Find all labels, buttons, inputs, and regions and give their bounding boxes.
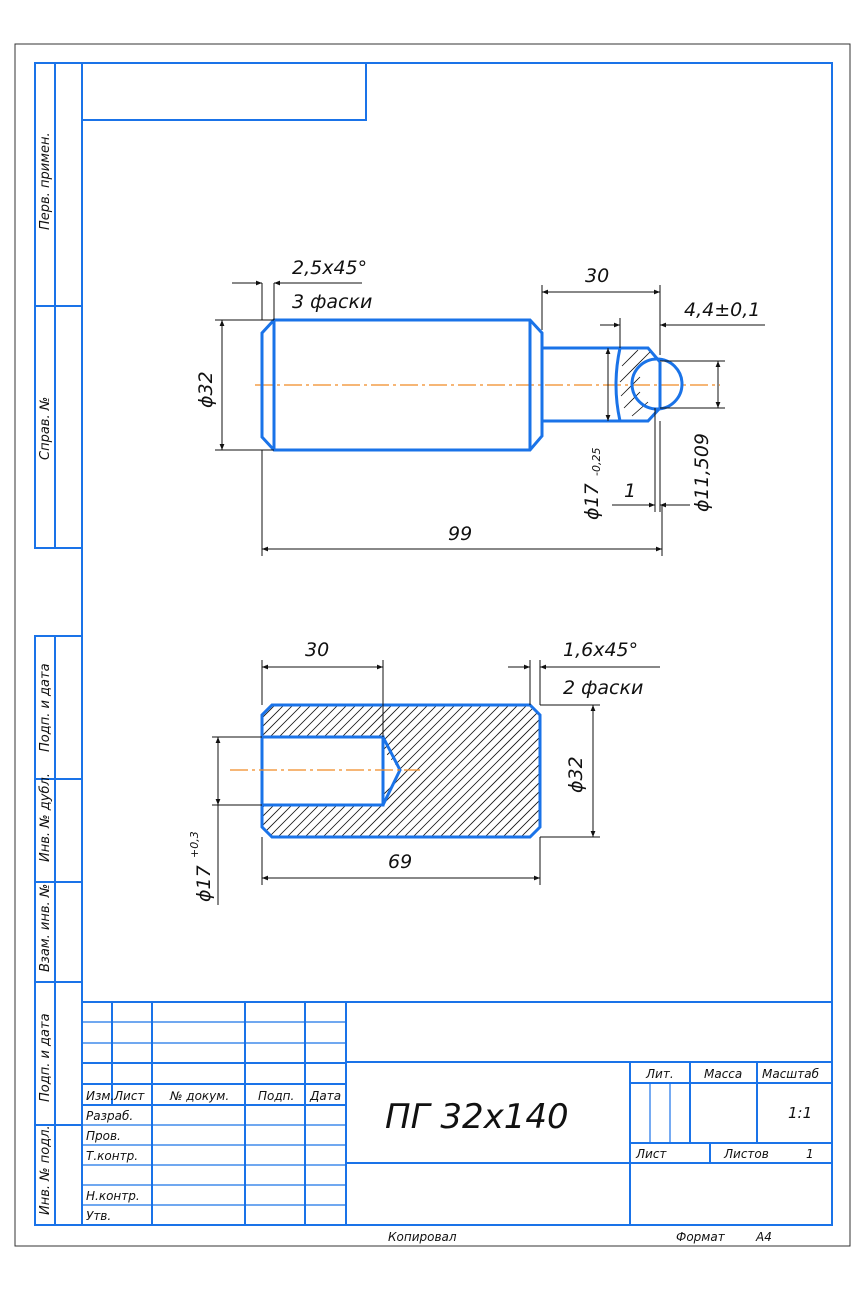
footer-kopiroval: Копировал [388,1230,457,1244]
hatch-line [445,705,540,837]
tb-col-list: Лист [113,1089,145,1103]
hatch-line [355,705,497,837]
tb-row-prov: Пров. [86,1129,121,1143]
hatch-line [508,705,540,837]
hatch-line [373,705,515,837]
side-label-sprav-no: Справ. № [38,397,53,460]
title-block [82,1001,832,1225]
hatch-line [364,705,506,837]
top-left-box [82,63,367,121]
view1-dimensions [215,280,765,556]
side-label-podp-data-2: Подп. и дата [38,1013,53,1102]
tb-col-izm: Изм. [86,1089,114,1103]
tb-row-tkontr: Т.контр. [86,1149,138,1163]
view2-chamfer-label: 1,6x45° [563,639,638,661]
hatch-line [490,705,540,837]
view1-groove-dim: 4,4±0,1 [684,299,760,321]
tb-designation: ПГ 32х140 [385,1097,569,1137]
view2-dia-17: ϕ17 [193,865,215,902]
hatch-line [463,705,540,837]
tb-row-razrab: Разраб. [86,1109,133,1123]
view1-len-99: 99 [448,523,472,545]
hatch-line [262,705,299,837]
hatch-line [481,705,540,837]
tb-row-nkontr: Н.контр. [86,1189,140,1203]
view1-dim-1: 1 [624,480,636,502]
footer-format-label: Формат [676,1230,726,1244]
sheet-border [14,43,851,1247]
view1-pin [255,318,720,452]
hatch-line [382,705,524,837]
hatch-line [526,705,540,837]
view1-dia-32: ϕ32 [195,371,217,408]
view1-dia-17-tolerance: -0,25 [590,448,603,476]
hatch-line [262,705,290,837]
tb-col-podp: Подп. [258,1089,294,1103]
hatch-line [499,705,540,837]
view2-dia-32: ϕ32 [565,756,587,793]
tb-col-data: Дата [309,1089,341,1103]
view1-dia-17: ϕ17 [581,483,603,520]
hatch-line [262,705,272,837]
view2-dia-17-tolerance: +0,3 [188,831,201,858]
side-label-podp-data-1: Подп. и дата [38,663,53,752]
side-label-inv-dubl: Инв. № дубл. [38,773,53,862]
hatch-line [427,705,540,837]
view2-len-69: 69 [388,851,412,873]
tb-listov-value: 1 [806,1147,814,1161]
tb-listov: Листов [723,1147,769,1161]
view1-dia-ball: ϕ11,509 [691,433,713,512]
view1-chamfer-count: 3 фаски [292,291,372,313]
side-label-perv-primen: Перв. примен. [38,132,53,230]
hatch-line [418,705,540,837]
view2-dimensions [212,660,660,905]
hatch-line [262,705,308,837]
hatch-line [409,705,540,837]
hatch-line [436,705,540,837]
hatch-line [535,705,540,837]
footer-format-value: А4 [755,1230,772,1244]
tb-lit: Лит. [645,1067,674,1081]
side-label-inv-podl: Инв. № подл. [38,1125,53,1215]
side-columns [34,62,83,1226]
side-label-vzam-inv: Взам. инв. № [38,884,53,972]
hatch-line [400,705,540,837]
main-frame [81,62,833,1226]
hatch-line [262,705,317,837]
hatch-line [262,705,326,837]
hatch-line [472,705,540,837]
tb-row-utv: Утв. [86,1209,111,1223]
tb-scale-value: 1:1 [788,1104,812,1122]
hatch-line [454,705,540,837]
tb-col-docum: № докум. [169,1089,229,1103]
tb-masshtab: Масштаб [762,1067,820,1081]
tb-list: Лист [635,1147,667,1161]
view2-len-30: 30 [305,639,329,661]
view1-len-30: 30 [585,265,609,287]
view1-chamfer-label: 2,5x45° [292,257,367,279]
tb-massa: Масса [704,1067,742,1081]
view2-bushing [230,703,542,839]
view2-chamfer-count: 2 фаски [563,677,643,699]
hatch-line [391,705,533,837]
